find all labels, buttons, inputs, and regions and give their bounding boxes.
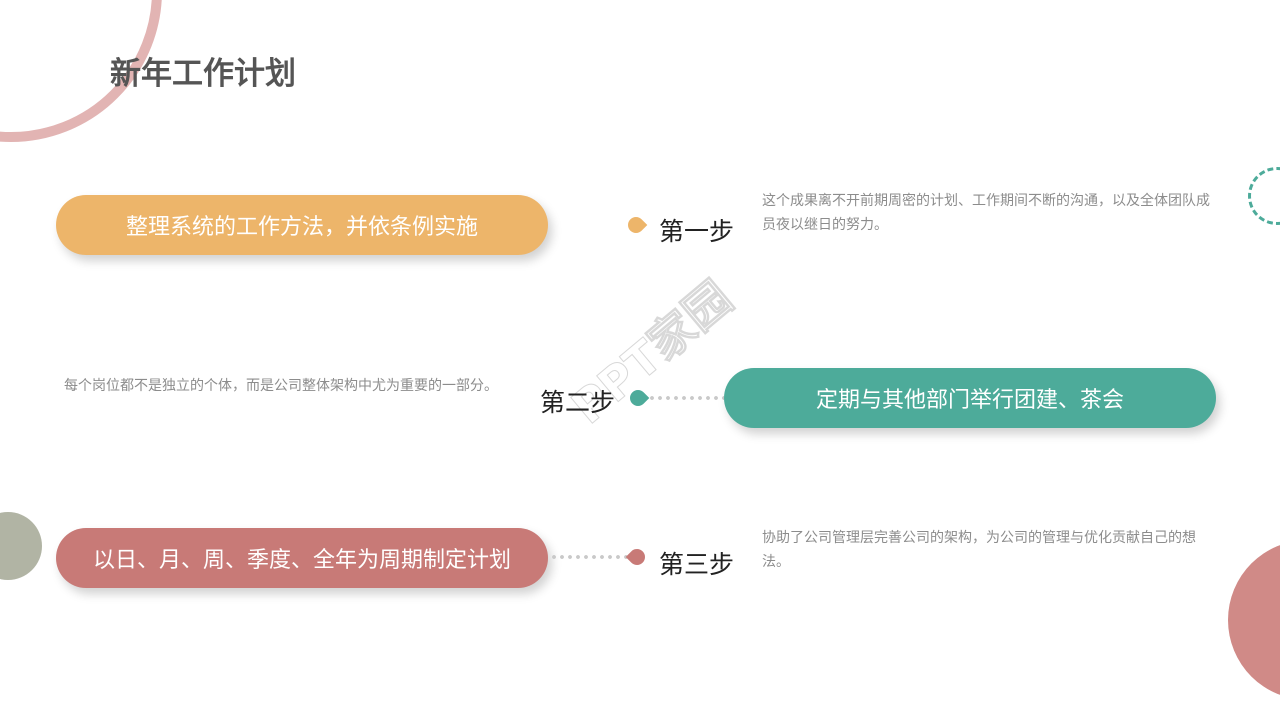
decorative-gray-circle <box>0 512 42 580</box>
step-3-pill-text: 以日、月、周、季度、全年为周期制定计划 <box>92 548 511 573</box>
step-2-dotted-connector <box>648 396 724 400</box>
step-1-description: 这个成果离不开前期周密的计划、工作期间不断的沟通，以及全体团队成员夜以继日的努力… <box>762 193 1210 233</box>
slide-title: 新年工作计划 <box>110 56 296 92</box>
step-1-pill: 整理系统的工作方法，并依条例实施 <box>56 195 548 255</box>
step-2-description: 每个岗位都不是独立的个体，而是公司整体架构中尤为重要的一部分。 <box>64 378 498 394</box>
step-3-label: 第三步 <box>659 550 735 579</box>
step-3-dotted-connector <box>550 555 628 559</box>
step-3-pill: 以日、月、周、季度、全年为周期制定计划 <box>56 528 548 588</box>
step-3-marker-icon <box>625 545 649 569</box>
step-2-label: 第二步 <box>540 388 616 417</box>
step-1-label: 第一步 <box>659 217 735 246</box>
decorative-dashed-ring <box>1248 167 1280 225</box>
step-1-pill-text: 整理系统的工作方法，并依条例实施 <box>125 215 478 240</box>
step-2-pill: 定期与其他部门举行团建、茶会 <box>724 368 1216 428</box>
decorative-pink-circle <box>1228 540 1280 700</box>
step-3-description: 协助了公司管理层完善公司的架构，为公司的管理与优化贡献自己的想法。 <box>762 530 1196 570</box>
step-2-pill-text: 定期与其他部门举行团建、茶会 <box>815 388 1124 413</box>
